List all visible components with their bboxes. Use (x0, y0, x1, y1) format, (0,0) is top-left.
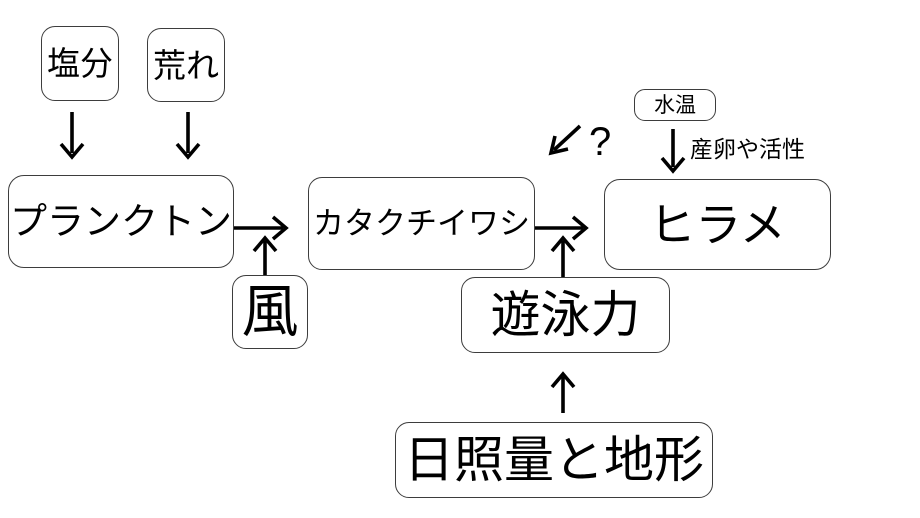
arrow-diagonal-question (548, 124, 582, 156)
arrow-wind-up (252, 235, 278, 278)
node-flounder-label: ヒラメ (649, 198, 786, 251)
node-swimming-power: 遊泳力 (461, 277, 670, 353)
question-mark-label: ? (589, 120, 612, 164)
node-anchovy-label: カタクチイワシ (313, 206, 530, 241)
node-salinity: 塩分 (41, 26, 119, 101)
arrow-swimming-power-up (550, 235, 576, 278)
edge-label-spawning-activity: 産卵や活性 (690, 136, 805, 162)
node-water-temp: 水温 (634, 89, 716, 121)
node-sunlight-terrain-label: 日照量と地形 (404, 432, 704, 488)
node-sunlight-terrain: 日照量と地形 (395, 422, 713, 498)
arrow-anchovy-to-flounder (534, 215, 589, 241)
arrow-sunlight-to-swimming-power (550, 371, 576, 413)
node-swimming-power-label: 遊泳力 (490, 287, 641, 343)
node-wind: 風 (232, 275, 308, 349)
arrow-plankton-to-anchovy (234, 215, 289, 241)
arrow-roughness-to-plankton (175, 112, 201, 160)
node-plankton: プランクトン (8, 175, 234, 268)
node-plankton-label: プランクトン (10, 201, 232, 242)
node-wind-label: 風 (241, 279, 299, 344)
node-anchovy: カタクチイワシ (308, 177, 535, 270)
node-roughness: 荒れ (147, 28, 225, 102)
arrow-salinity-to-plankton (59, 112, 85, 160)
node-flounder: ヒラメ (604, 179, 831, 270)
arrow-watertemp-to-flounder (660, 129, 686, 174)
node-salinity-label: 塩分 (47, 45, 113, 82)
node-roughness-label: 荒れ (153, 46, 219, 84)
node-water-temp-label: 水温 (654, 93, 696, 117)
